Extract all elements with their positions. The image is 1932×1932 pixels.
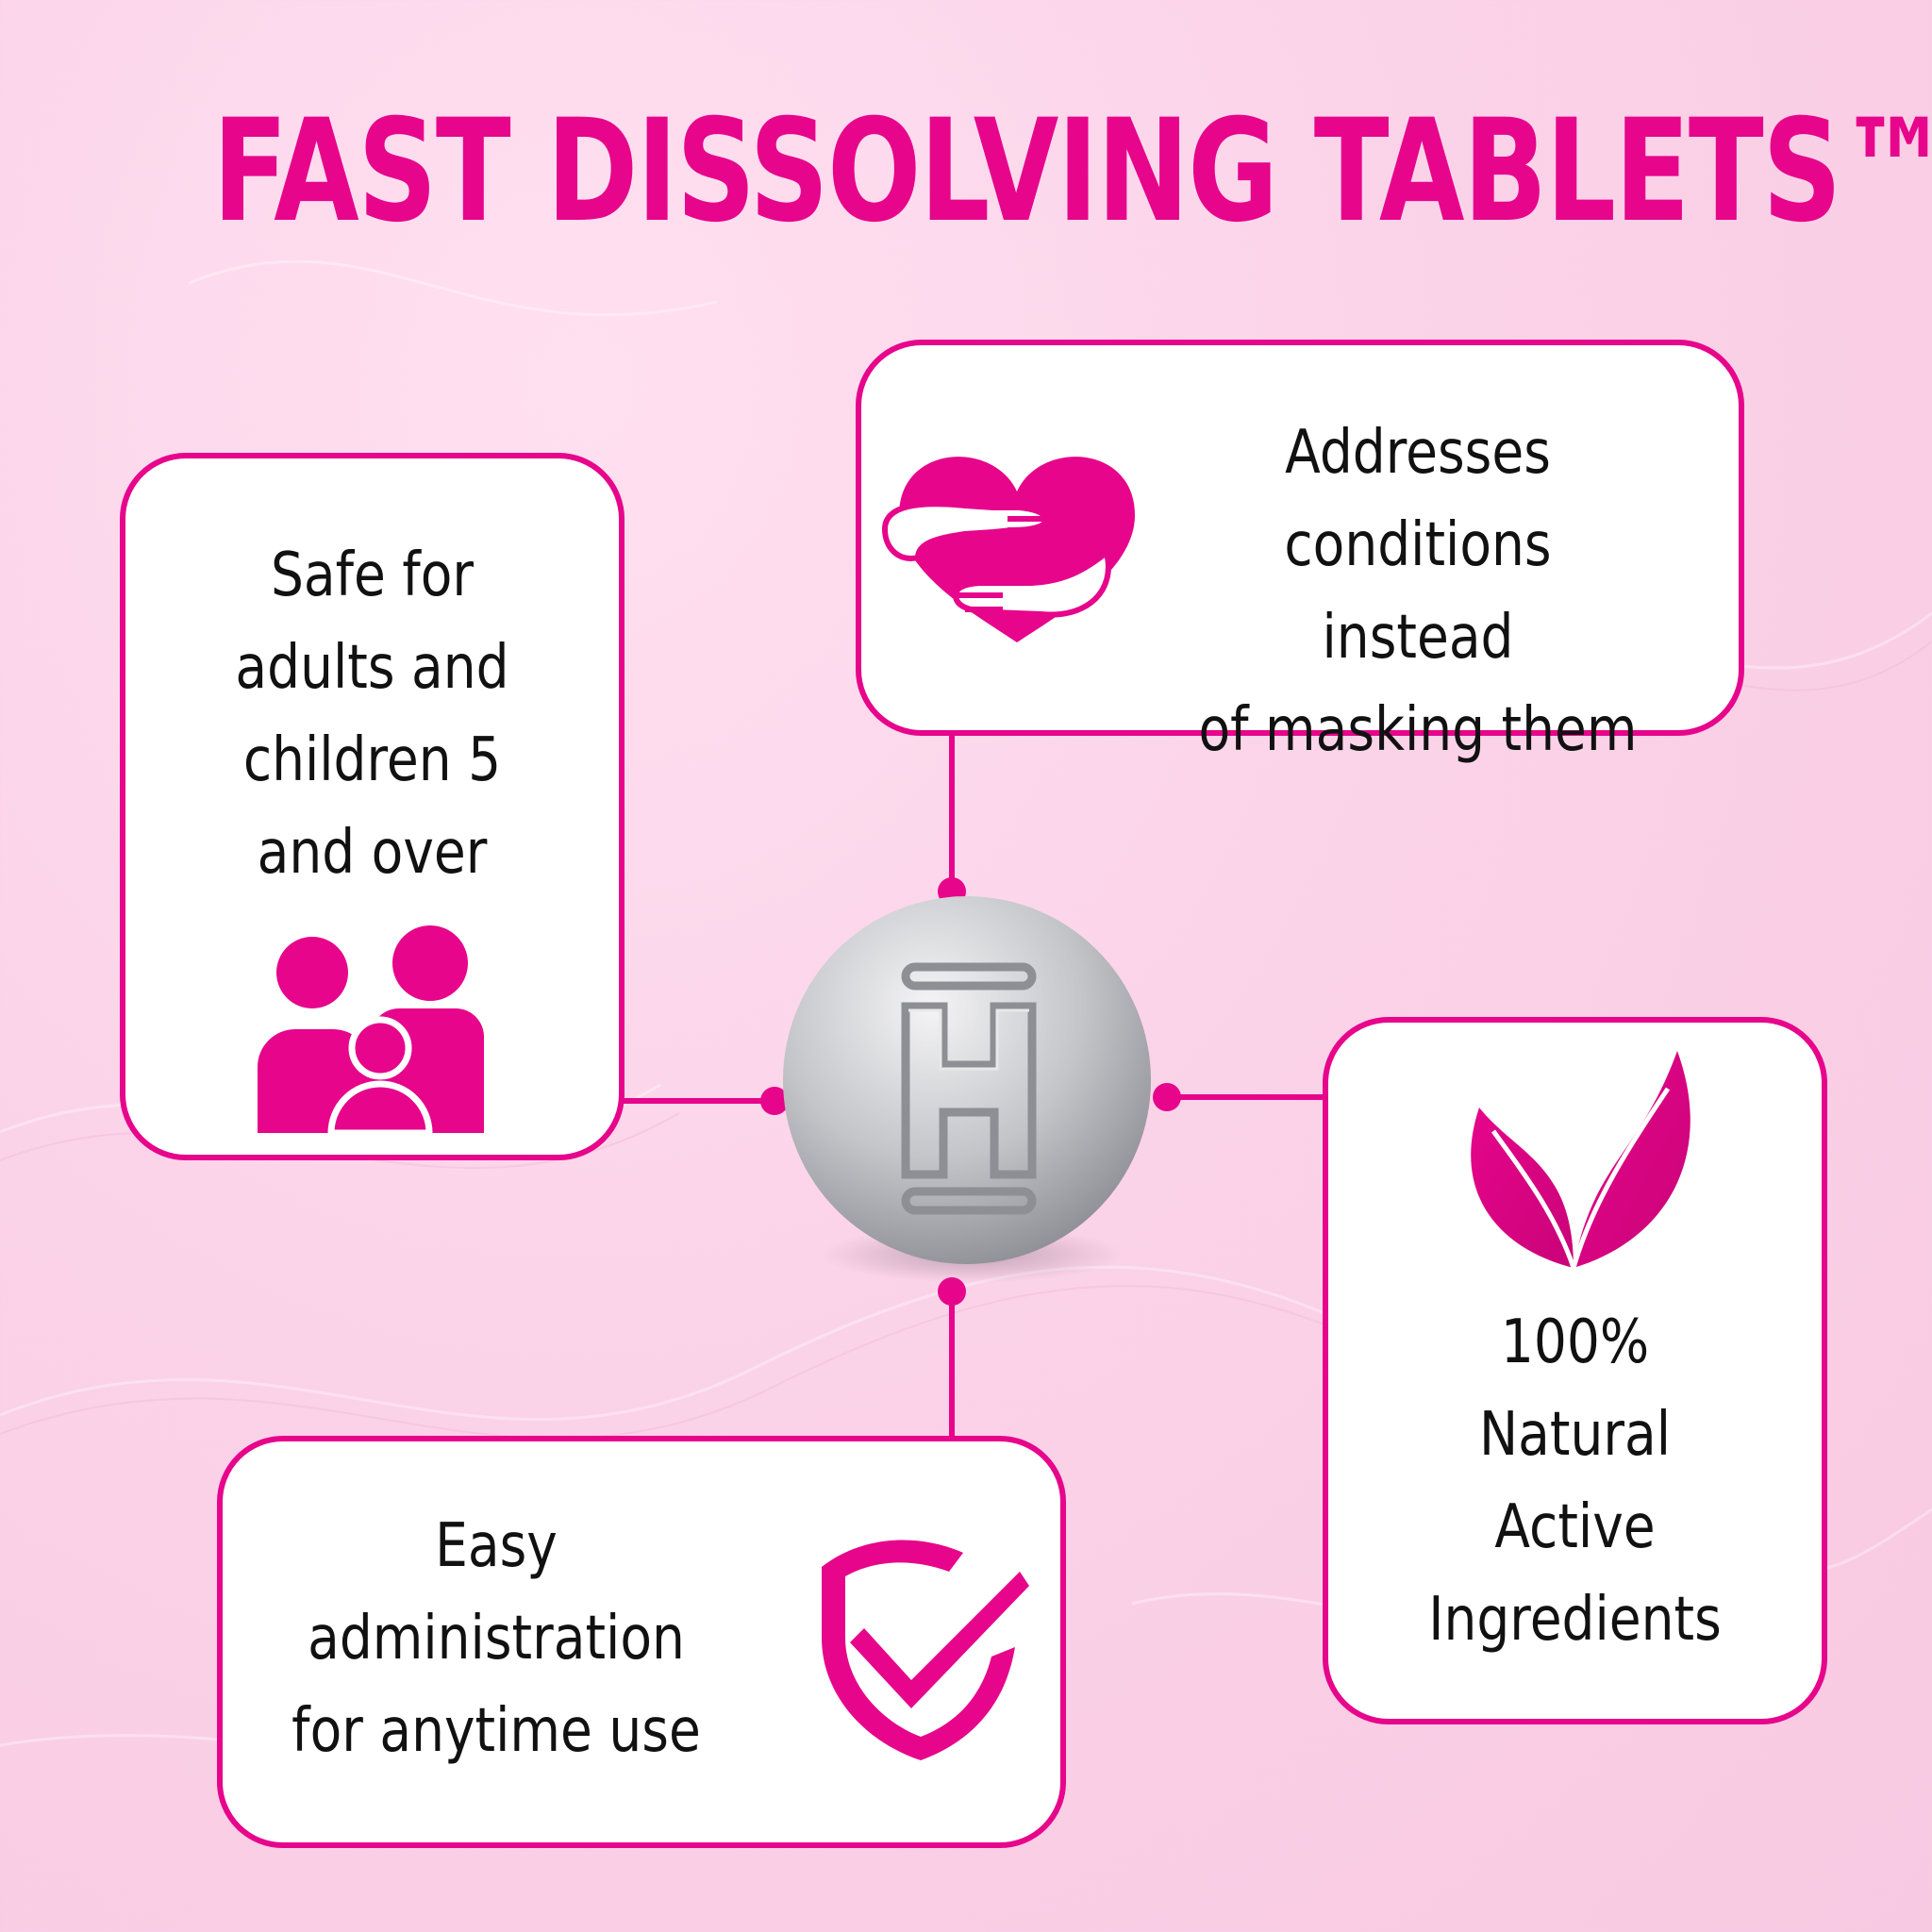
connector-dot-right: [1153, 1083, 1181, 1111]
tablet-icon: [783, 896, 1151, 1283]
card-natural-text: 100% Natural Active Ingredients: [1428, 1307, 1722, 1655]
card-addresses-conditions: Addresses conditions instead of masking …: [856, 340, 1744, 765]
connector-bottom: [949, 1292, 955, 1439]
connector-left: [618, 1098, 778, 1104]
family-icon: [258, 925, 484, 1133]
connector-top: [949, 731, 955, 891]
heart-hug-icon: [882, 457, 1135, 642]
card-easy-text: Easy administration for anytime use: [291, 1511, 701, 1766]
card-addresses-text: Addresses conditions instead of masking …: [1198, 418, 1638, 765]
leaves-icon: [1471, 1051, 1690, 1269]
card-natural-ingredients: 100% Natural Active Ingredients: [1323, 1017, 1827, 1724]
card-easy-administration: Easy administration for anytime use: [217, 1436, 1066, 1848]
shield-check-icon: [822, 1540, 1029, 1760]
card-safe-text: Safe for adults and children 5 and over: [235, 541, 509, 888]
connector-right: [1168, 1094, 1328, 1100]
page-title: FAST DISSOLVING TABLETS™: [212, 90, 1932, 254]
card-safe-for-adults: Safe for adults and children 5 and over: [120, 453, 625, 1160]
